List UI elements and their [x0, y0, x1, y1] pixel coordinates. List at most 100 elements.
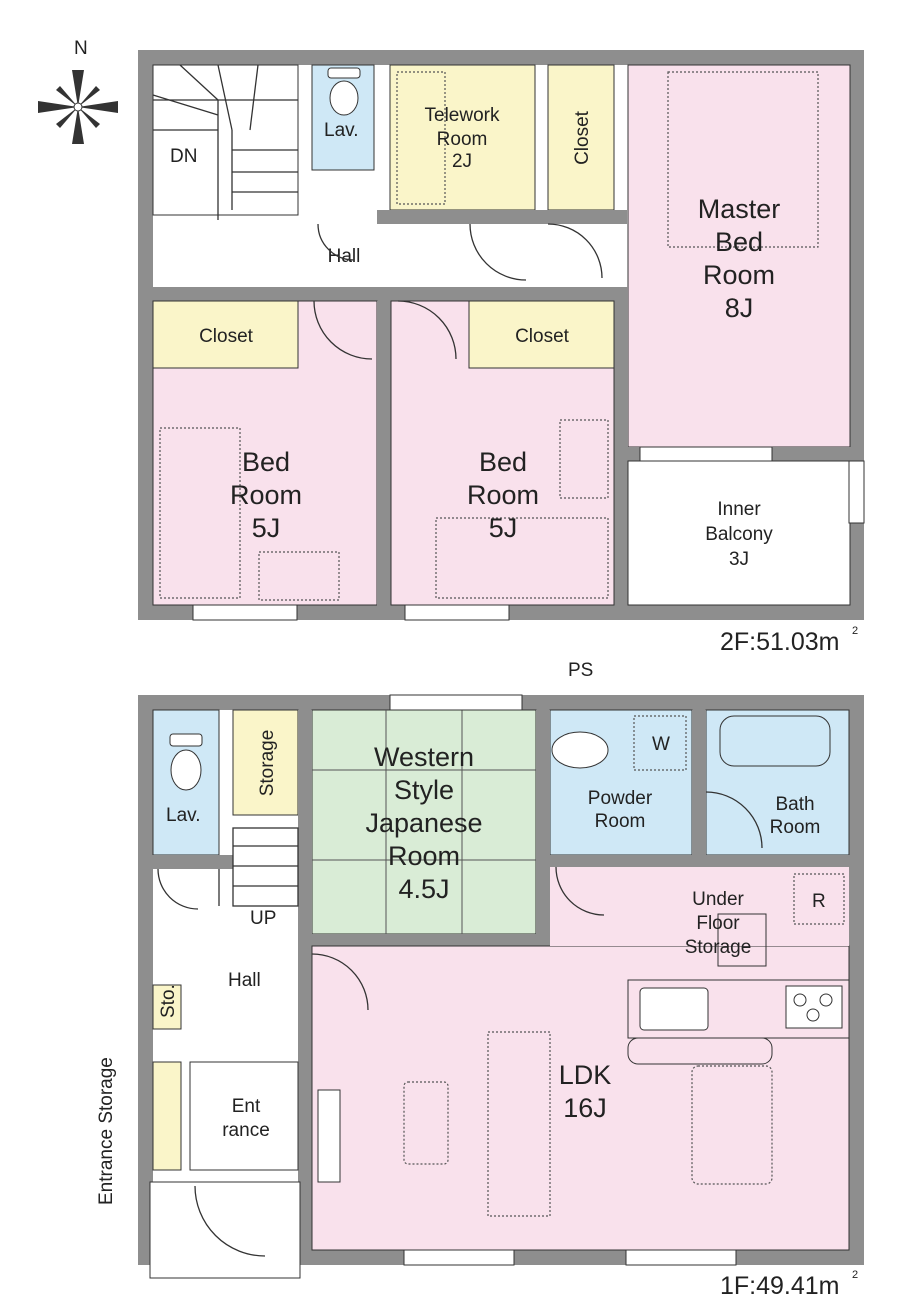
floor2-closet-top-label: Closet [572, 110, 593, 165]
floor2-closet-top [547, 64, 615, 211]
floor2-bed-mid-label-2: Room [467, 480, 539, 510]
floor1-kitchen-sink-icon [639, 987, 709, 1031]
floor1-washer-outline [633, 715, 687, 771]
floor2-desk-outline [396, 71, 446, 205]
floor2-master-bedroom [627, 64, 851, 448]
floor1-fridge-outline [793, 873, 845, 925]
floor2-bed-mid-outline [435, 517, 609, 599]
floor1-stove-icon [785, 985, 843, 1029]
floor2-door-swings [313, 223, 603, 360]
floor1-table-outline [403, 1081, 449, 1165]
floor1-entrance-label-1: Ent [232, 1096, 261, 1117]
floor1-sink-icon [551, 731, 609, 769]
floor1-entrance-storage [152, 1061, 182, 1171]
floor2-lav-label: Lav. [324, 120, 359, 141]
floor1-tv-board-outline [317, 1089, 341, 1183]
floor2-stairwell [152, 64, 299, 216]
floor1-under-floor-label-1: Under [692, 889, 744, 910]
floor1-toilet-icon [169, 733, 203, 791]
floor1-powder-room [549, 709, 693, 856]
floor2-master-label-4: 8J [725, 293, 754, 323]
floor2-closet-mid-label: Closet [515, 326, 570, 347]
floor2-master-label-3: Room [703, 260, 775, 290]
floor1-washer-label: W [652, 734, 670, 755]
floor1-sofa-outline [487, 1031, 551, 1217]
floor2-balcony-label-1: Inner [717, 499, 761, 520]
floor2-telework-label-2: Room [437, 129, 488, 150]
floor1-ps-label: PS [568, 660, 593, 681]
floor1-wall-b [298, 710, 312, 1265]
floor1-ldk-label-1: LDK [559, 1060, 612, 1090]
compass-rose-icon [38, 70, 118, 144]
floor2-stair-treads [152, 64, 298, 220]
floor1-wall-c [536, 710, 550, 946]
floor2-hall-label: Hall [328, 246, 361, 267]
floor1-fridge-label: R [812, 891, 826, 912]
floor2-area-sup: 2 [852, 625, 858, 637]
floor1-hall-label: Hall [228, 970, 261, 991]
floor2-bed-left-label-3: 5J [252, 513, 281, 543]
floor1-western-label-3: Japanese [365, 808, 482, 838]
floor1-western-label-1: Western [374, 742, 474, 772]
floor2-master-label-1: Master [698, 194, 781, 224]
floor1-under-floor-label-3: Storage [685, 937, 752, 958]
floor2-bed-mid-label-3: 5J [489, 513, 518, 543]
floor1-dining-table-outline [691, 1065, 773, 1185]
floor2-balcony-label-3: 3J [729, 549, 749, 570]
floor1-kitchen-peninsula [627, 1037, 773, 1065]
floor2-bed-left-label-2: Room [230, 480, 302, 510]
floor1-door-swings [157, 791, 763, 1011]
floor2-desk-mid-outline [559, 419, 609, 499]
floor2-windows [192, 446, 865, 621]
floor1-sto-label: Sto. [158, 984, 179, 1018]
floor1-bath-label-1: Bath [775, 794, 814, 815]
floor2-telework-room [389, 64, 536, 211]
floor1-entrance-storage-label: Entrance Storage [96, 1057, 117, 1205]
floor1-entrance-label-2: rance [222, 1120, 270, 1141]
floor2-area-label: 2F:51.03m [720, 628, 840, 656]
floor1-western-label-4: Room [388, 841, 460, 871]
floor1-storage [232, 709, 299, 816]
floor1-area-label: 1F:49.41m [720, 1272, 840, 1300]
floor2-inner-balcony [627, 460, 851, 606]
floor2-telework-label-3: 2J [452, 151, 472, 172]
floor1-lav-label: Lav. [166, 805, 201, 826]
floor1-entrance [189, 1061, 299, 1171]
floor1-ldk-label-2: 16J [563, 1093, 607, 1123]
floor1-porch [149, 1181, 301, 1279]
floor1-wall-f [692, 710, 706, 867]
floor1-bathtub-icon [719, 715, 831, 767]
floor1-stair-treads [218, 827, 299, 907]
floor2-master-bed-outline [667, 71, 819, 248]
floor1-tatami-lines [312, 710, 536, 934]
floor2-bed-left-outline [159, 427, 241, 599]
floor1-bath-label-2: Room [770, 817, 821, 838]
floor1-western-label-2: Style [394, 775, 454, 805]
floor2-master-label-2: Bed [715, 227, 763, 257]
floor2-plan: DN Lav. Telework Room 2J Closet Master B… [138, 50, 865, 621]
floor2-closet-mid [468, 300, 615, 369]
floor2-stairs-down-label: DN [170, 146, 197, 167]
floor1-under-floor-storage-box [717, 913, 767, 967]
floor1-powder-label-1: Powder [588, 788, 653, 809]
floor1-powder-label-2: Room [595, 811, 646, 832]
floor1-under-floor-label-2: Floor [696, 913, 740, 934]
floor2-telework-label-1: Telework [425, 105, 500, 126]
floor2-bed-mid-label-1: Bed [479, 447, 527, 477]
floor2-toilet-icon [327, 67, 361, 116]
floor1-western-japanese-room [311, 709, 537, 935]
floor1-plan: Lav. Storage Western Style Japanese Room… [138, 694, 864, 1279]
floor1-wall-d [312, 934, 536, 946]
floor2-desk-left-outline [258, 551, 340, 601]
floor2-closet-left-label: Closet [199, 326, 254, 347]
floor2-closet-left [152, 300, 299, 369]
floor1-wall-e [550, 855, 864, 867]
floor1-sto [152, 984, 182, 1030]
floor1-stairs-up-label: UP [250, 908, 276, 929]
compass-north-label: N [74, 38, 88, 59]
floor2-bed-left-label-1: Bed [242, 447, 290, 477]
floor2-balcony-label-2: Balcony [705, 524, 773, 545]
floor1-western-label-5: 4.5J [398, 874, 449, 904]
floor1-front-door-swing [194, 1185, 266, 1257]
